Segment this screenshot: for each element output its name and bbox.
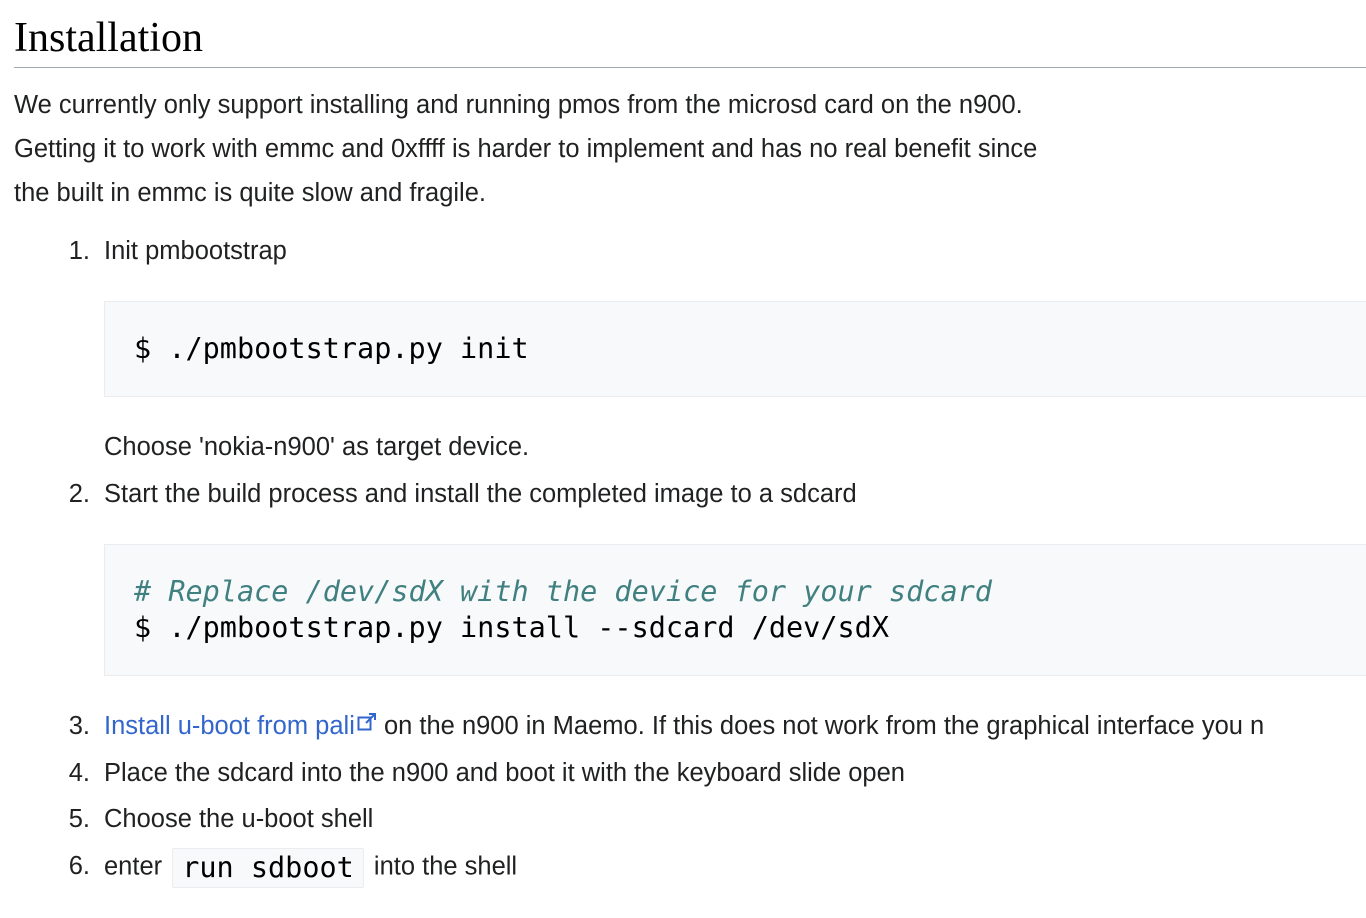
code-comment-line: # Replace /dev/sdX with the device for y… bbox=[134, 575, 992, 608]
intro-paragraph-line: the built in emmc is quite slow and frag… bbox=[14, 179, 486, 207]
step-number: 4. bbox=[68, 759, 90, 787]
step-number: 5. bbox=[68, 805, 90, 833]
step-number: 3. bbox=[68, 712, 90, 740]
step-text-rest: on the n900 in Maemo. If this does not w… bbox=[376, 712, 1265, 740]
step-text: Place the sdcard into the n900 and boot … bbox=[104, 759, 905, 787]
step-number: 1. bbox=[68, 237, 90, 265]
code-block-init[interactable]: $ ./pmbootstrap.py init bbox=[104, 301, 1366, 397]
step-text-before: enter bbox=[104, 852, 163, 881]
step-note: Choose 'nokia-n900' as target device. bbox=[104, 433, 530, 461]
pali-uboot-link[interactable]: Install u-boot from pali bbox=[104, 712, 355, 740]
step-text: Install u-boot from pali on the n900 in … bbox=[104, 708, 1366, 744]
intro-paragraph-line: We currently only support installing and… bbox=[14, 91, 1023, 119]
intro-paragraph-line: Getting it to work with emmc and 0xffff … bbox=[14, 135, 1038, 163]
external-link-icon[interactable] bbox=[357, 708, 377, 742]
step-text: Start the build process and install the … bbox=[104, 480, 857, 508]
step-text-after: into the shell bbox=[373, 852, 518, 881]
step-text: enter run sdboot into the shell bbox=[104, 848, 518, 888]
step-number: 2. bbox=[68, 480, 90, 508]
inline-code-run-sdboot: run sdboot bbox=[172, 848, 364, 888]
step-text: Choose the u-boot shell bbox=[104, 805, 374, 833]
code-line: $ ./pmbootstrap.py init bbox=[134, 332, 529, 365]
code-line: $ ./pmbootstrap.py install --sdcard /dev… bbox=[134, 611, 889, 644]
heading-divider bbox=[14, 67, 1366, 68]
step-text: Init pmbootstrap bbox=[104, 237, 287, 265]
step-number: 6. bbox=[68, 852, 90, 880]
code-block-install[interactable]: # Replace /dev/sdX with the device for y… bbox=[104, 544, 1366, 676]
section-heading: Installation bbox=[14, 15, 203, 61]
